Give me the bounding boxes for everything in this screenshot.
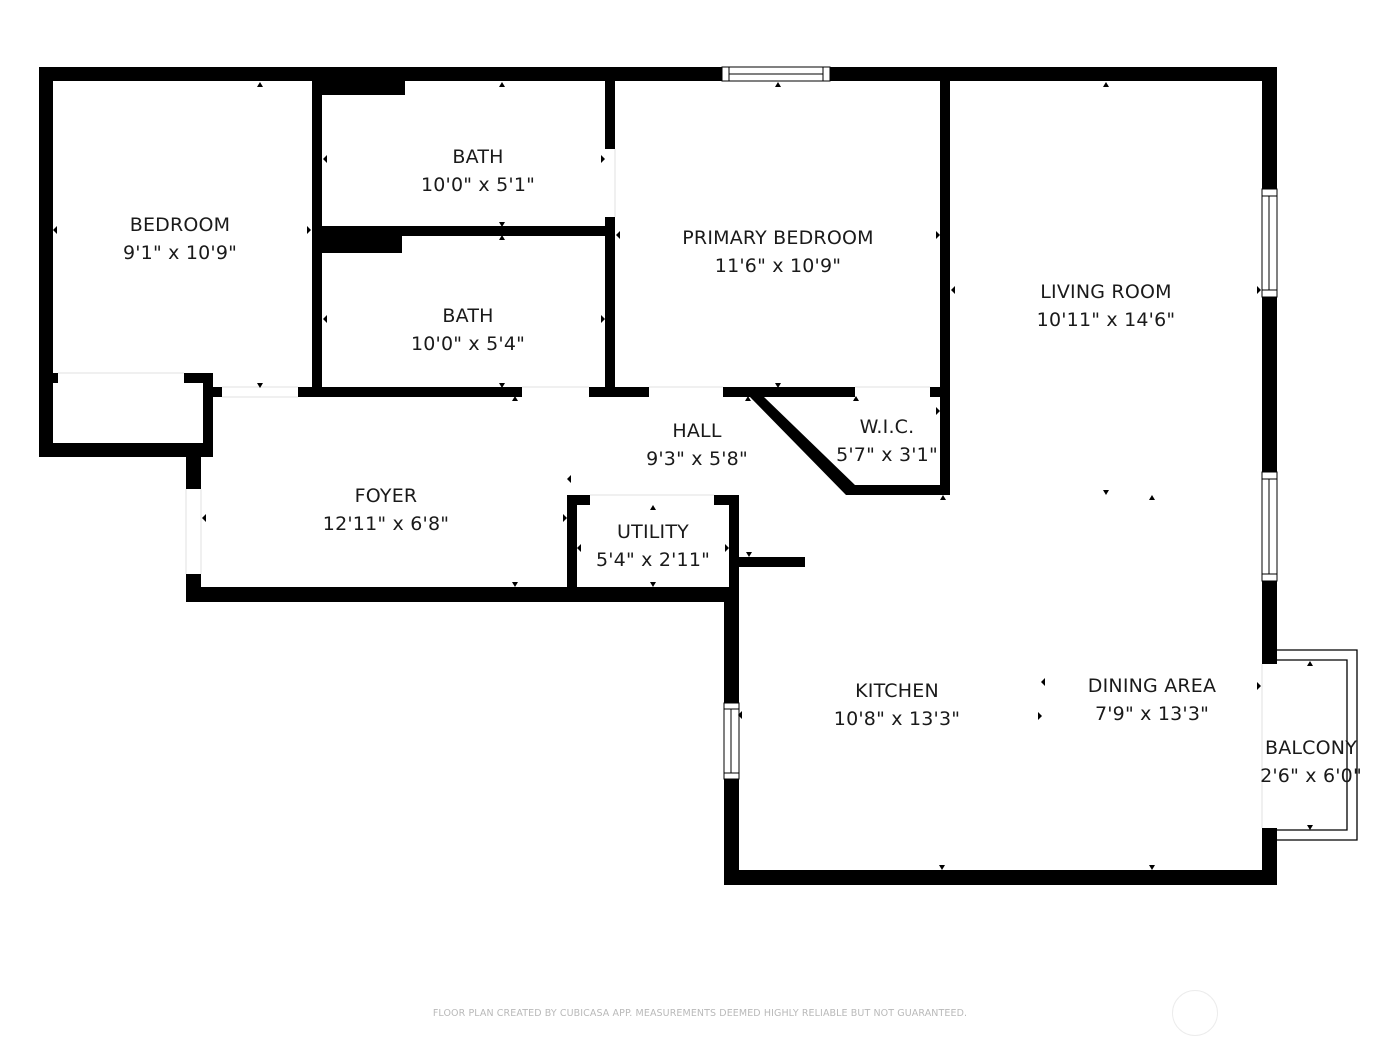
wall-foyer-bottom: [186, 587, 739, 602]
room-name: BEDROOM: [129, 214, 231, 236]
room-kitchen: KITCHEN 10'8" x 13'3": [834, 677, 960, 733]
room-name: BATH: [452, 146, 504, 168]
room-name: PRIMARY BEDROOM: [682, 227, 874, 249]
window-living-right: [1261, 188, 1278, 298]
wall-hall-left-stub: [210, 387, 222, 397]
room-name: LIVING ROOM: [1040, 281, 1172, 303]
wall-wic-diagonal: [750, 397, 856, 495]
wall-bath-right-top: [605, 67, 615, 149]
bath-1-vanity: [322, 81, 405, 95]
wall-right-top: [1262, 67, 1277, 189]
wall-bath-bottom: [298, 387, 522, 397]
window-primary-top: [721, 66, 831, 82]
room-dimensions: 10'8" x 13'3": [833, 708, 961, 730]
wall-top: [39, 67, 1277, 81]
room-hall: HALL 9'3" x 5'8": [646, 417, 748, 473]
watermark-logo-icon: [1172, 990, 1218, 1036]
room-name: KITCHEN: [855, 680, 939, 702]
room-living-room: LIVING ROOM 10'11" x 14'6": [1037, 278, 1176, 334]
bath-2-vanity: [322, 233, 402, 253]
room-dimensions: 10'0" x 5'4": [410, 333, 526, 355]
room-dimensions: 9'1" x 10'9": [122, 242, 238, 264]
room-dining-area: DINING AREA 7'9" x 13'3": [1088, 672, 1216, 728]
footer-disclaimer: FLOOR PLAN CREATED BY CUBICASA APP. MEAS…: [432, 1008, 968, 1019]
room-dimensions: 5'7" x 3'1": [836, 444, 938, 466]
room-foyer: FOYER 12'11" x 6'8": [323, 482, 449, 538]
wall-kitchen-left-top: [724, 587, 739, 703]
room-wic: W.I.C. 5'7" x 3'1": [836, 413, 938, 469]
wall-primary-bottom: [723, 387, 855, 397]
wall-bottom: [724, 870, 1277, 885]
wall-left-bedroom: [39, 67, 53, 457]
room-utility: UTILITY 5'4" x 2'11": [596, 518, 710, 574]
room-dimensions: 10'0" x 5'1": [420, 174, 536, 196]
window-kitchen-left: [723, 702, 740, 780]
room-bath-1: BATH 10'0" x 5'1": [421, 143, 535, 199]
opening-lines: [58, 149, 1263, 828]
room-bath-2: BATH 10'0" x 5'4": [411, 302, 525, 358]
wall-right-lower: [1262, 581, 1277, 664]
wall-primary-living: [940, 67, 950, 495]
wall-utility-right: [729, 495, 739, 600]
room-name: HALL: [672, 420, 722, 442]
room-dimensions: 10'11" x 14'6": [1036, 309, 1176, 331]
room-dimensions: 7'9" x 13'3": [1094, 703, 1210, 725]
wall-bedroom-closet-bottom: [39, 443, 213, 457]
wall-bath-divider: [312, 226, 615, 236]
room-dimensions: 9'3" x 5'8": [646, 448, 748, 470]
wall-utility-left: [567, 495, 577, 600]
wall-utility-top-right: [714, 495, 739, 505]
room-dimensions: 12'11" x 6'8": [322, 513, 450, 535]
room-dimensions: 11'6" x 10'9": [714, 255, 842, 277]
window-dining-right: [1261, 471, 1278, 582]
wall-right-mid: [1262, 297, 1277, 472]
room-name: BALCONY: [1264, 737, 1358, 759]
balcony-outline: [1277, 649, 1358, 841]
room-primary-bedroom: PRIMARY BEDROOM 11'6" x 10'9": [682, 224, 873, 280]
measurement-markers: [53, 82, 1313, 870]
wall-wic-bottom: [846, 485, 950, 495]
wall-bath-right-bottom: [605, 217, 615, 397]
room-dimensions: 5'4" x 2'11": [595, 549, 711, 571]
room-dimensions: 2'6" x 6'0": [1260, 765, 1362, 787]
room-name: BATH: [442, 305, 494, 327]
walls: [39, 67, 1277, 885]
wall-bedroom-closet-left-stub: [53, 373, 58, 383]
windows: [721, 66, 1278, 780]
room-name: W.I.C.: [859, 416, 915, 438]
wall-bedroom-closet-right: [203, 373, 213, 457]
room-name: FOYER: [354, 485, 418, 507]
room-name: DINING AREA: [1087, 675, 1217, 697]
wall-kitchen-stub: [739, 557, 805, 567]
room-bedroom: BEDROOM 9'1" x 10'9": [123, 211, 237, 267]
wall-foyer-left-top: [186, 452, 201, 489]
wall-bedroom-closet-top-stub: [184, 373, 213, 383]
wall-bath2-bottom-right: [589, 387, 649, 397]
wall-kitchen-left-bottom: [724, 779, 739, 885]
wall-utility-top-left: [567, 495, 590, 505]
room-name: UTILITY: [617, 521, 689, 543]
room-balcony: BALCONY 2'6" x 6'0": [1260, 734, 1362, 790]
